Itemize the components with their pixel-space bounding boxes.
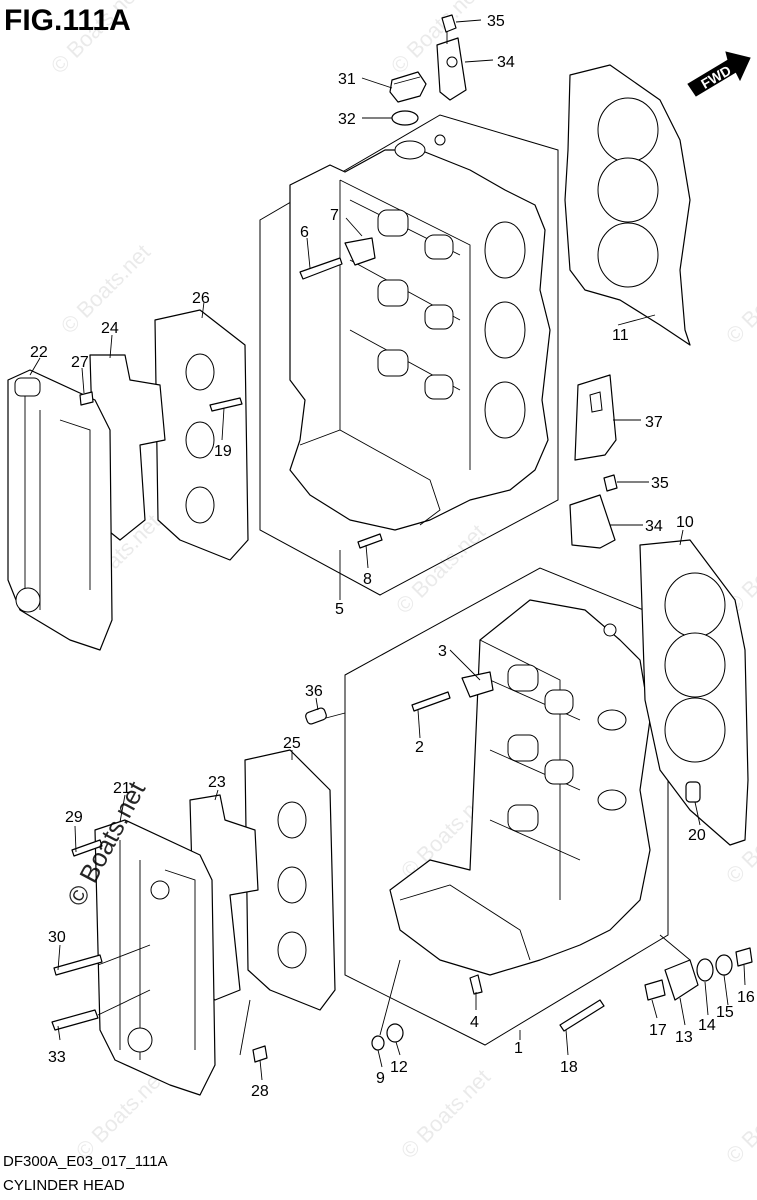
upper-cylinder-head [289, 134, 551, 531]
figure-code: DF300A_E03_017_111A [3, 1153, 168, 1170]
upper-assembly-frame [259, 114, 559, 596]
clamp [461, 671, 494, 698]
callout-9: 9 [376, 1070, 385, 1087]
bolt [79, 391, 94, 406]
callout-12: 12 [390, 1059, 408, 1076]
callout-26: 26 [192, 290, 210, 307]
callout-31: 31 [338, 71, 356, 88]
upper-valve-cover [7, 369, 113, 651]
callout-35: 35 [487, 13, 505, 30]
lower-cylinder-head [389, 599, 651, 976]
bolt [357, 533, 383, 549]
callout-37: 37 [645, 414, 663, 431]
cover [664, 959, 699, 1001]
upper-head-gasket [564, 64, 691, 346]
bolt [644, 979, 666, 1001]
callout-15: 15 [716, 1004, 734, 1021]
watermark: © Boats.net [396, 1064, 495, 1163]
callout-35: 35 [651, 475, 669, 492]
callout-2: 2 [415, 739, 424, 756]
callout-34: 34 [645, 518, 663, 535]
callout-5: 5 [335, 601, 344, 618]
o-ring [715, 954, 733, 976]
callout-17: 17 [649, 1022, 667, 1039]
plug [371, 1035, 385, 1051]
watermark: © Boats.net [71, 1064, 170, 1163]
callout-23: 23 [208, 774, 226, 791]
o-ring [391, 110, 419, 126]
sensor [51, 1009, 99, 1031]
callout-32: 32 [338, 111, 356, 128]
bolt [53, 954, 103, 976]
callout-22: 22 [30, 344, 48, 361]
watermark: © Boats.net [721, 249, 757, 348]
callout-10: 10 [676, 514, 694, 531]
callout-4: 4 [470, 1014, 479, 1031]
forward-direction-badge: FWD [687, 51, 751, 97]
callout-3: 3 [438, 643, 447, 660]
bolt [441, 14, 457, 33]
bolt [71, 839, 103, 857]
lower-head-gasket [639, 539, 749, 846]
callout-19: 19 [214, 443, 232, 460]
callout-labels: 35 34 31 32 7 6 11 37 35 34 10 26 19 24 … [30, 13, 755, 1100]
gasket-ring [696, 958, 714, 982]
leader-lines [29, 19, 746, 1081]
bolt [603, 474, 618, 492]
lower-valve-cover [94, 819, 216, 1096]
callout-16: 16 [737, 989, 755, 1006]
lower-assembly-frame [344, 567, 669, 1046]
callout-14: 14 [698, 1017, 716, 1034]
lower-head-assembly [344, 567, 669, 1046]
lifting-bracket [574, 374, 617, 461]
watermark: © Boats.net [386, 0, 485, 79]
callout-30: 30 [48, 929, 66, 946]
callout-27: 27 [71, 354, 89, 371]
callout-11: 11 [612, 327, 629, 344]
figure-caption: CYLINDER HEAD [3, 1177, 125, 1194]
callout-21: 21 [113, 780, 131, 797]
figure-title: FIG.111A [4, 4, 131, 37]
pin [305, 707, 327, 725]
forward-arrow-icon [687, 51, 751, 97]
upper-head-assembly [259, 14, 559, 596]
callout-24: 24 [101, 320, 119, 337]
bolt [252, 1045, 268, 1063]
callout-33: 33 [48, 1049, 66, 1066]
washer [386, 1023, 404, 1043]
watermark: © Boats.net [721, 1069, 757, 1168]
callout-18: 18 [560, 1059, 578, 1076]
callout-13: 13 [675, 1029, 693, 1046]
callout-8: 8 [363, 571, 372, 588]
bolt [209, 397, 243, 412]
callout-28: 28 [251, 1083, 269, 1100]
bolt [559, 999, 605, 1032]
callout-20: 20 [688, 827, 706, 844]
callout-1: 1 [514, 1040, 523, 1057]
callout-7: 7 [330, 207, 339, 224]
callout-34: 34 [497, 54, 515, 71]
callout-29: 29 [65, 809, 83, 826]
callout-6: 6 [300, 224, 309, 241]
bolt [735, 947, 753, 967]
clamp [344, 237, 376, 266]
upper-lifting-bracket [436, 14, 467, 101]
callout-36: 36 [305, 683, 323, 700]
bolt [299, 257, 343, 280]
dowel-pin [685, 781, 701, 803]
lower-lifting-bracket [569, 494, 616, 549]
callout-25: 25 [283, 735, 301, 752]
bolt [411, 691, 451, 712]
oil-filler-cap [389, 71, 427, 126]
bolt [469, 974, 483, 995]
